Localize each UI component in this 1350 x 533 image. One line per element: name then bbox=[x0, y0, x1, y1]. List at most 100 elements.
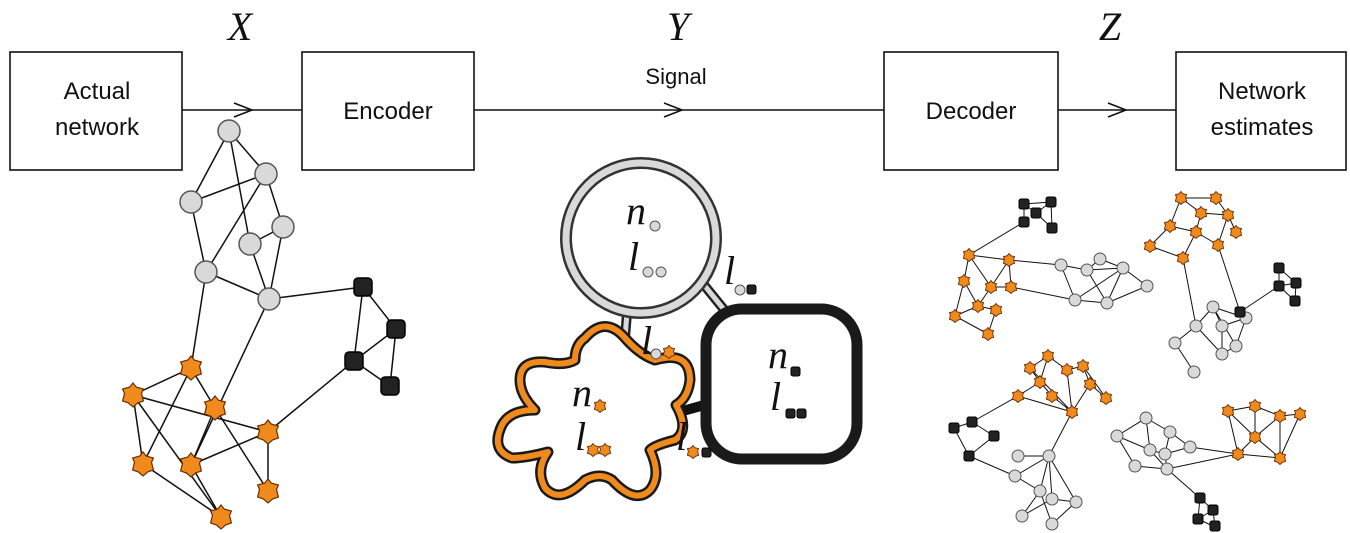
l-star-black-subscript-star-icon bbox=[686, 445, 700, 459]
network-estimates-label-line2: estimates bbox=[1211, 114, 1314, 141]
black-node bbox=[1234, 306, 1246, 318]
n-black-label: n bbox=[768, 332, 788, 377]
orange-star-node bbox=[1273, 451, 1287, 465]
black-block-square bbox=[700, 303, 863, 465]
actual-network-edges bbox=[132, 130, 397, 518]
orange-star-node bbox=[1041, 349, 1055, 363]
signal-block-model: n l l l n l l n l bbox=[492, 157, 863, 502]
black-node bbox=[380, 376, 400, 396]
network-estimates-graphs bbox=[948, 191, 1307, 532]
gray-node bbox=[271, 215, 295, 239]
orange-star-node bbox=[1011, 389, 1025, 403]
orange-star-node bbox=[1194, 206, 1208, 220]
signal-label: Signal bbox=[645, 64, 706, 89]
actual-network-graph bbox=[121, 119, 406, 530]
orange-star-node bbox=[1076, 359, 1090, 373]
l-gray-black-subscript-gray-icon bbox=[734, 284, 746, 296]
gray-node bbox=[194, 260, 218, 284]
orange-star-node bbox=[1176, 251, 1190, 265]
l-black-black-subscript-icon-1 bbox=[785, 408, 796, 419]
gray-node bbox=[257, 287, 281, 311]
gray-node bbox=[1215, 319, 1229, 333]
gray-node bbox=[1008, 469, 1022, 483]
black-node bbox=[344, 351, 364, 371]
network-estimates-label-line1: Network bbox=[1218, 78, 1307, 105]
gray-node bbox=[238, 232, 262, 256]
gray-node bbox=[1128, 459, 1142, 473]
gray-node bbox=[1168, 336, 1182, 350]
orange-star-node bbox=[989, 303, 1003, 317]
l-gray-star-label: l bbox=[641, 318, 652, 363]
n-black-subscript-icon bbox=[790, 366, 801, 377]
gray-node bbox=[1187, 365, 1201, 379]
gray-node bbox=[1158, 447, 1172, 461]
l-gray-star-subscript-gray-icon bbox=[650, 348, 662, 360]
gray-node bbox=[1015, 509, 1029, 523]
gray-node bbox=[1033, 484, 1047, 498]
orange-star-node bbox=[121, 382, 144, 408]
orange-star-node bbox=[1060, 363, 1074, 377]
gray-node bbox=[1042, 449, 1056, 463]
orange-star-node bbox=[1293, 407, 1307, 421]
black-node bbox=[1290, 277, 1302, 289]
orange-star-node bbox=[962, 248, 976, 262]
estimate-graph-3 bbox=[948, 349, 1113, 531]
actual-network-label-line1: Actual bbox=[64, 78, 131, 105]
actual-network-label-line2: network bbox=[55, 114, 140, 141]
actual-network-gray-nodes bbox=[179, 119, 295, 311]
orange-star-node bbox=[1004, 280, 1018, 294]
black-node bbox=[1018, 198, 1030, 210]
black-node bbox=[1209, 520, 1221, 532]
orange-star-node bbox=[210, 504, 232, 530]
actual-network-black-nodes bbox=[344, 277, 406, 396]
n-gray-subscript-icon bbox=[649, 220, 661, 232]
gray-node bbox=[1110, 429, 1124, 443]
gray-node bbox=[1093, 252, 1107, 266]
black-node bbox=[353, 277, 373, 297]
gray-node bbox=[1080, 263, 1094, 277]
orange-star-node bbox=[180, 452, 202, 478]
black-node bbox=[1192, 513, 1204, 525]
black-node bbox=[1018, 216, 1030, 228]
black-node bbox=[1045, 196, 1057, 208]
gray-node bbox=[1054, 258, 1068, 272]
orange-star-node bbox=[1211, 238, 1225, 252]
l-gray-black-subscript-black-icon bbox=[746, 284, 757, 295]
orange-star-node bbox=[948, 309, 962, 323]
gray-node bbox=[254, 162, 278, 186]
gray-node bbox=[1183, 440, 1197, 454]
gray-node bbox=[1139, 411, 1153, 425]
l-star-black-subscript-black-icon bbox=[701, 447, 712, 458]
n-star-label: n bbox=[572, 370, 592, 415]
y-variable-label: Y bbox=[667, 4, 693, 49]
black-node bbox=[963, 450, 975, 462]
orange-star-node bbox=[1209, 191, 1223, 205]
gray-node bbox=[1215, 347, 1229, 361]
black-node bbox=[1046, 222, 1058, 234]
orange-star-node bbox=[1248, 399, 1262, 413]
n-gray-label: n bbox=[626, 188, 646, 233]
l-star-black-label: l bbox=[676, 414, 687, 459]
gray-node bbox=[1100, 296, 1114, 310]
black-node bbox=[988, 430, 1000, 442]
orange-star-node bbox=[971, 299, 985, 313]
black-node bbox=[1207, 504, 1219, 516]
black-node bbox=[386, 319, 406, 339]
decoder-box: Decoder bbox=[883, 51, 1059, 171]
gray-node bbox=[1189, 319, 1203, 333]
x-variable-label: X bbox=[226, 4, 254, 49]
gray-node bbox=[1069, 495, 1083, 509]
estimate-graph-4 bbox=[1110, 399, 1307, 532]
orange-star-node bbox=[257, 419, 279, 445]
orange-star-node bbox=[1221, 208, 1235, 222]
decoder-label: Decoder bbox=[926, 98, 1017, 125]
black-node bbox=[948, 422, 960, 434]
gray-node bbox=[1045, 492, 1059, 506]
actual-network-box: Actual network bbox=[9, 51, 183, 171]
black-node bbox=[1289, 295, 1301, 307]
orange-star-node bbox=[180, 355, 202, 381]
encoder-box: Encoder bbox=[301, 51, 475, 171]
black-node bbox=[1273, 280, 1285, 292]
orange-star-node bbox=[132, 451, 154, 477]
